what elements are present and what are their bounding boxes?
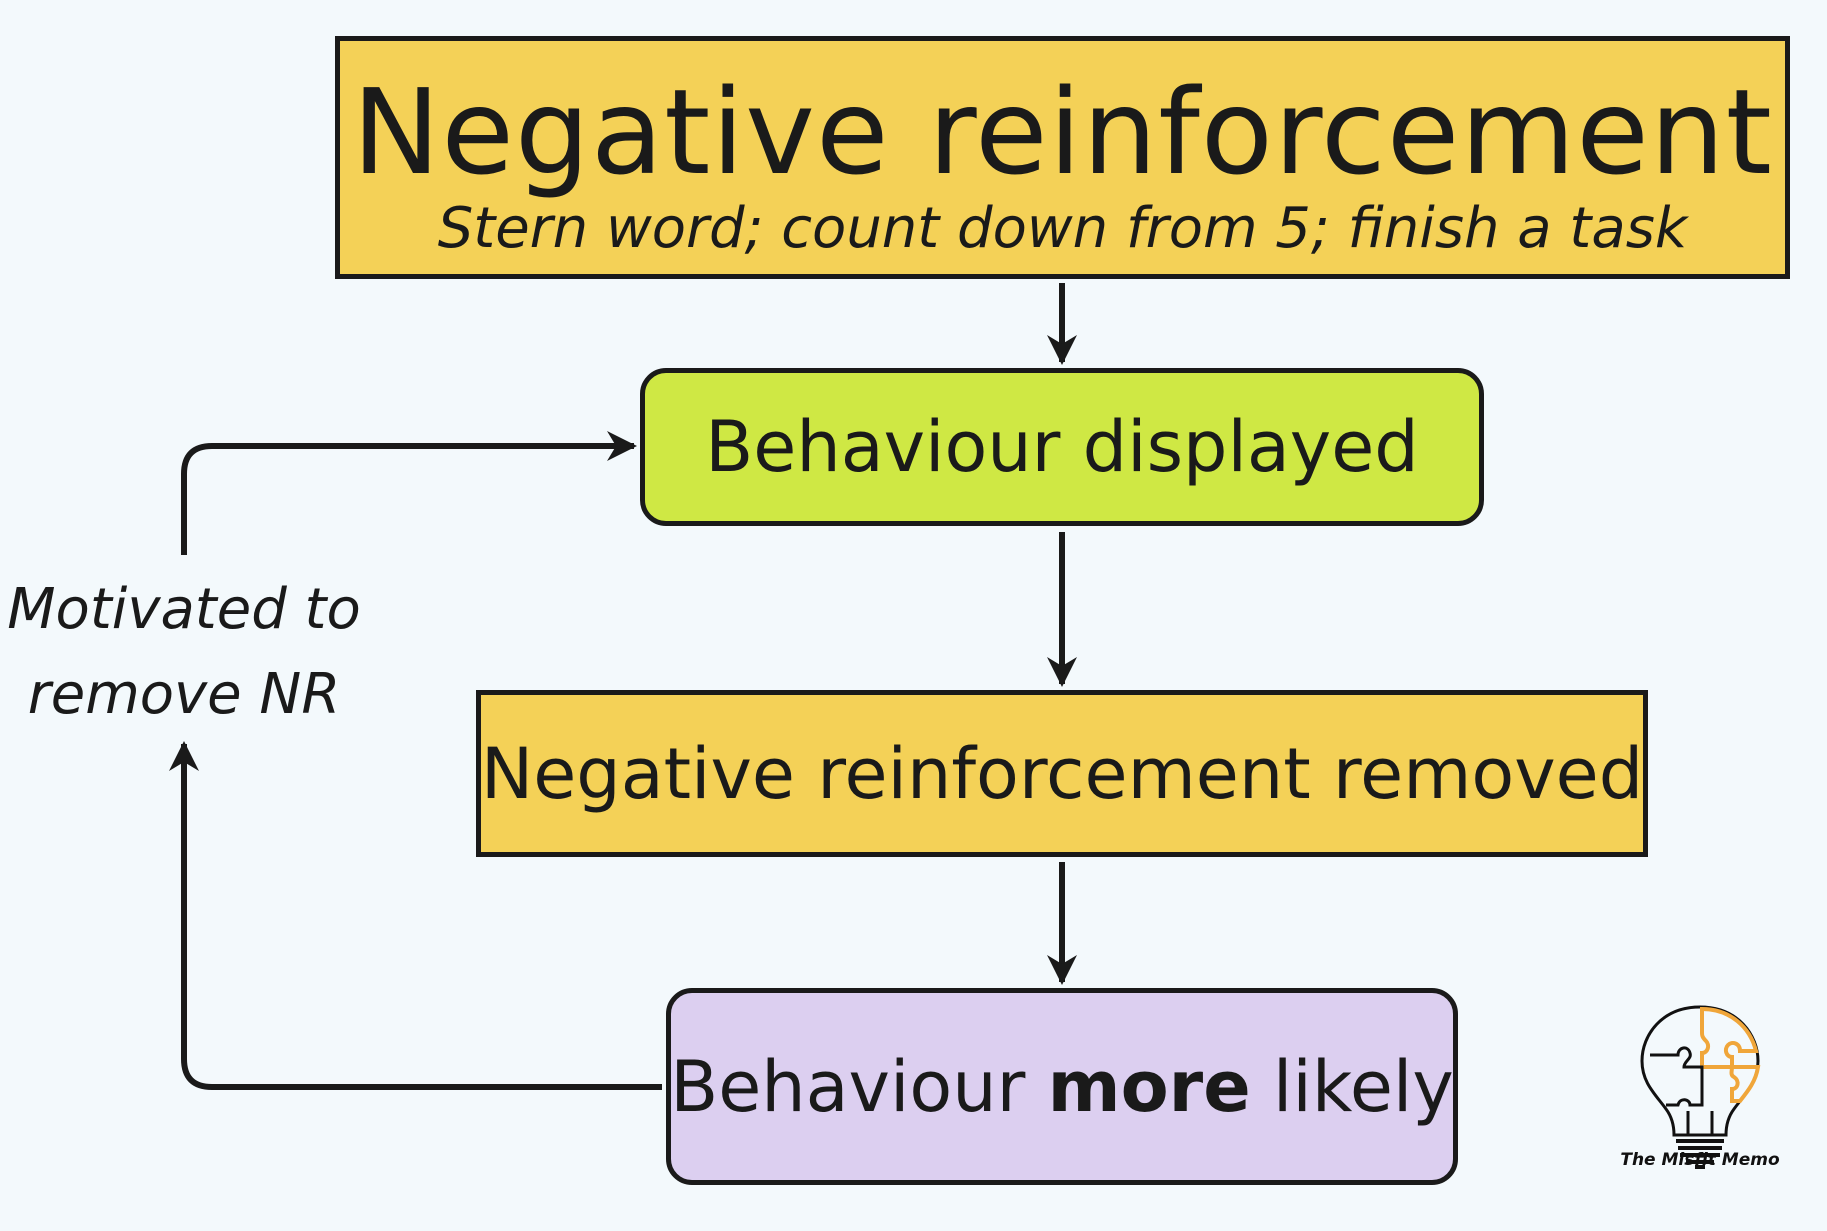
loop-label: Motivated to remove NR — [0, 567, 368, 737]
behaviour-displayed-box: Behaviour displayed — [640, 368, 1484, 526]
behaviour-more-likely-box: Behaviour more likely — [666, 988, 1458, 1185]
loop-label-line1: Motivated to — [7, 577, 361, 642]
diagram-subtitle: Stern word; count down from 5; finish a … — [437, 196, 1688, 261]
logo-caption: The Misfit Memo — [1620, 1150, 1780, 1170]
reinforcement-removed-label: Negative reinforcement removed — [480, 732, 1644, 815]
arrow-loop-right — [181, 431, 637, 555]
behaviour-likely-prefix: Behaviour — [670, 1045, 1048, 1128]
loop-label-line2: remove NR — [27, 662, 341, 727]
arrow-loop-up — [169, 741, 662, 1090]
behaviour-likely-label: Behaviour more likely — [670, 1046, 1454, 1128]
lightbulb-puzzle-icon — [1640, 1005, 1761, 1169]
diagram-title: Negative reinforcement — [352, 63, 1773, 201]
behaviour-likely-suffix: likely — [1250, 1045, 1454, 1128]
behaviour-likely-emphasis: more — [1047, 1045, 1251, 1128]
negative-reinforcement-box: Negative reinforcement Stern word; count… — [335, 36, 1790, 279]
reinforcement-removed-box: Negative reinforcement removed — [476, 690, 1648, 857]
behaviour-displayed-label: Behaviour displayed — [705, 406, 1419, 488]
